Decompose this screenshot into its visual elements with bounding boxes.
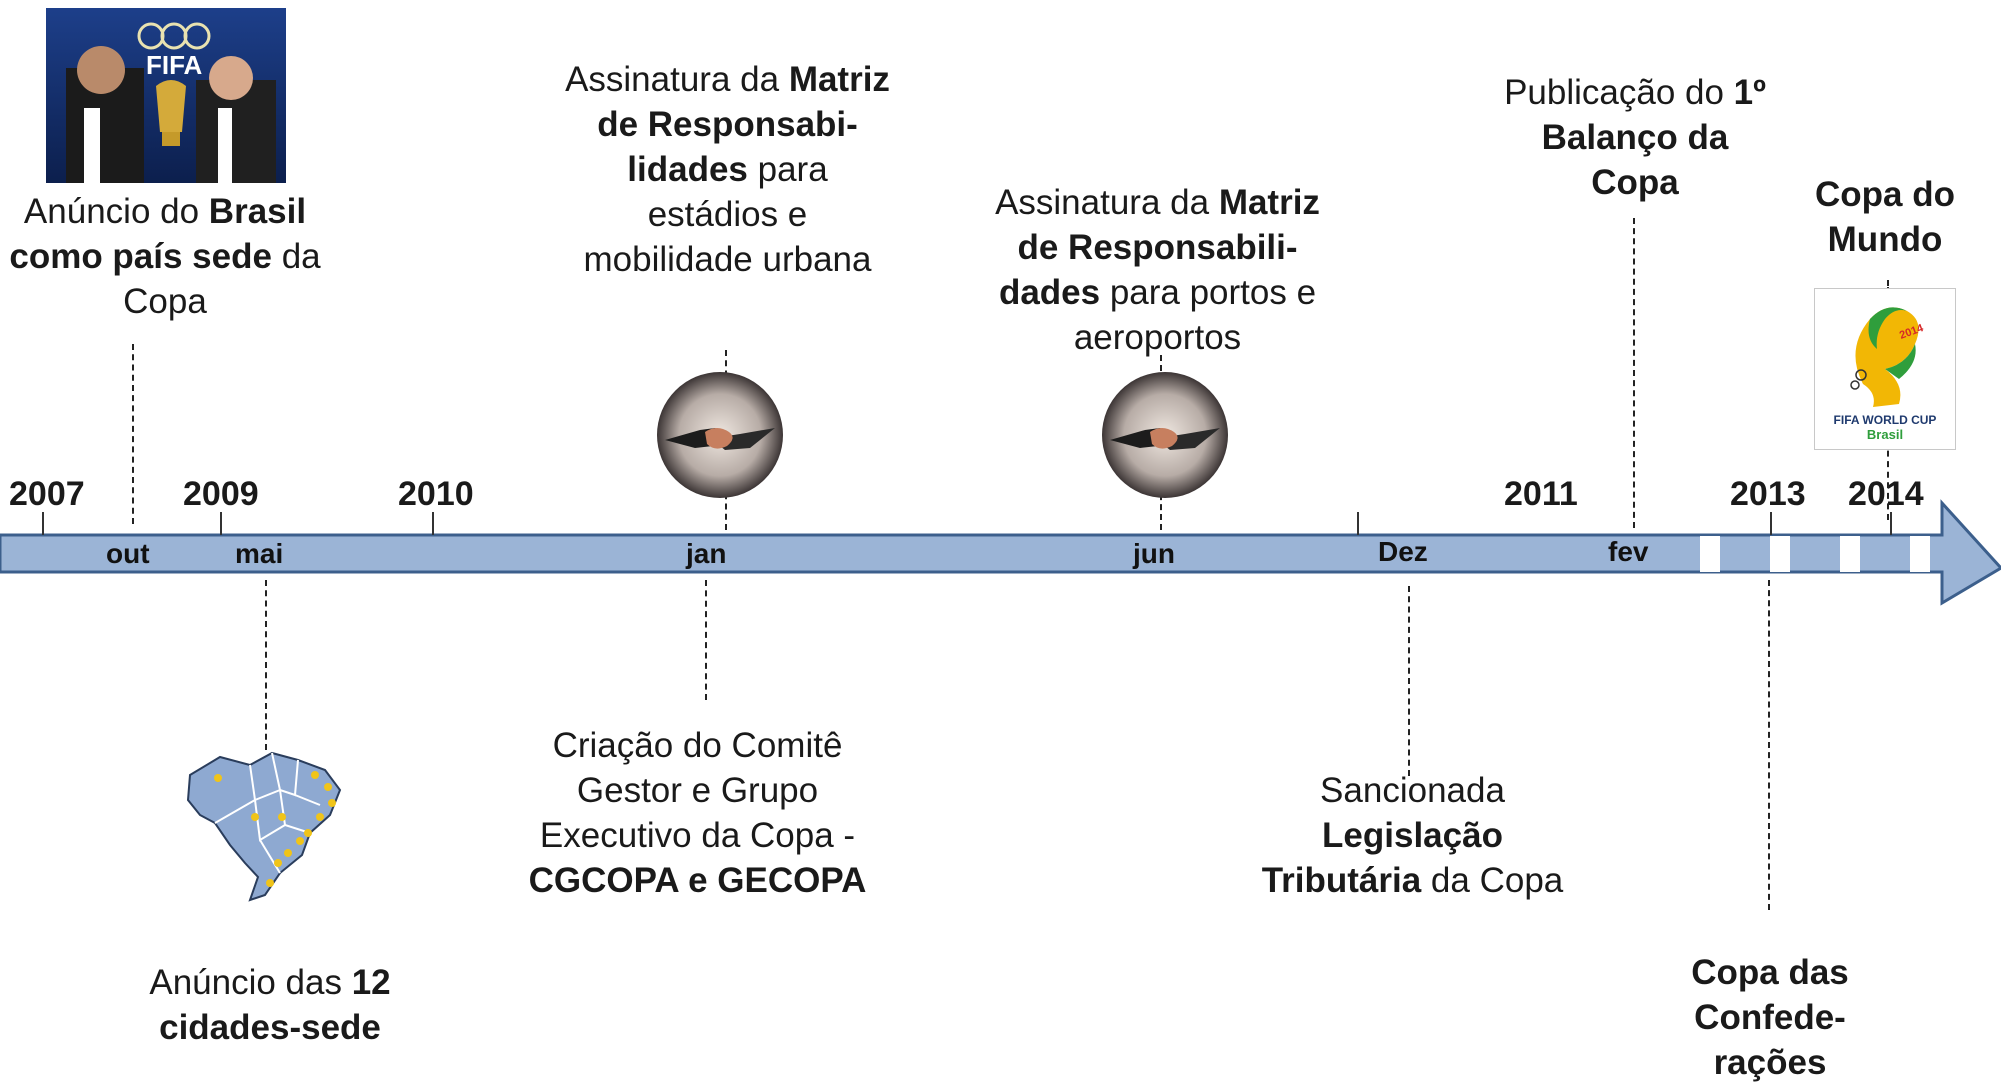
announcement-photo: FIFA bbox=[46, 8, 286, 183]
year-tick bbox=[1357, 512, 1359, 535]
year-label: 2010 bbox=[398, 475, 474, 513]
svg-text:Brasil: Brasil bbox=[1867, 427, 1903, 442]
connector-line bbox=[265, 580, 267, 750]
month-label: jan bbox=[686, 538, 727, 569]
month-label: fev bbox=[1608, 536, 1649, 567]
handshake-icon bbox=[655, 370, 785, 500]
year-tick bbox=[1890, 512, 1892, 535]
event-matrix-stadiums: Assinatura da Matriz de Responsabi-lidad… bbox=[565, 60, 890, 279]
brazil-map bbox=[180, 745, 345, 903]
timeline-gap bbox=[1770, 536, 1790, 572]
svg-text:FIFA: FIFA bbox=[146, 50, 203, 80]
year-label: 2013 bbox=[1730, 475, 1806, 513]
month-label: jun bbox=[1133, 538, 1175, 569]
event-host-cities: Anúncio das 12 cidades-sede bbox=[149, 963, 391, 1047]
year-tick bbox=[1770, 512, 1772, 535]
event-world-cup: Copa do Mundo bbox=[1815, 175, 1955, 259]
timeline-gap bbox=[1700, 536, 1720, 572]
year-label: 2014 bbox=[1848, 475, 1924, 513]
year-tick bbox=[42, 512, 44, 535]
svg-text:FIFA WORLD CUP: FIFA WORLD CUP bbox=[1834, 413, 1937, 427]
event-confederations-cup: Copa das Confede-rações bbox=[1691, 953, 1849, 1082]
year-label: 2009 bbox=[183, 475, 259, 513]
year-tick bbox=[432, 512, 434, 535]
handshake-icon bbox=[1100, 370, 1230, 500]
year-tick bbox=[220, 512, 222, 535]
event-announce-host: Anúncio do Brasil como país sede da Copa bbox=[9, 192, 321, 321]
month-label: Dez bbox=[1378, 536, 1428, 567]
event-matrix-ports: Assinatura da Matriz de Responsabili-dad… bbox=[995, 183, 1320, 357]
connector-line bbox=[1633, 218, 1635, 528]
month-label: mai bbox=[235, 538, 284, 569]
event-cgcopa: Criação do Comitê Gestor e Grupo Executi… bbox=[528, 726, 867, 900]
event-tax-law: Sancionada Legislação Tributária da Copa bbox=[1261, 771, 1564, 900]
event-first-report: Publicação do 1º Balanço da Copa bbox=[1504, 73, 1766, 202]
world-cup-logo: 2014 FIFA WORLD CUP Brasil bbox=[1814, 288, 1956, 450]
connector-line bbox=[1408, 586, 1410, 776]
connector-line bbox=[1887, 440, 1889, 520]
connector-line bbox=[1768, 580, 1770, 910]
year-label: 2011 bbox=[1504, 475, 1578, 513]
year-label: 2007 bbox=[9, 475, 85, 513]
timeline-gap bbox=[1840, 536, 1860, 572]
connector-line bbox=[705, 580, 707, 700]
connector-line bbox=[132, 344, 134, 524]
timeline-gap bbox=[1910, 536, 1930, 572]
month-label: out bbox=[106, 538, 150, 569]
